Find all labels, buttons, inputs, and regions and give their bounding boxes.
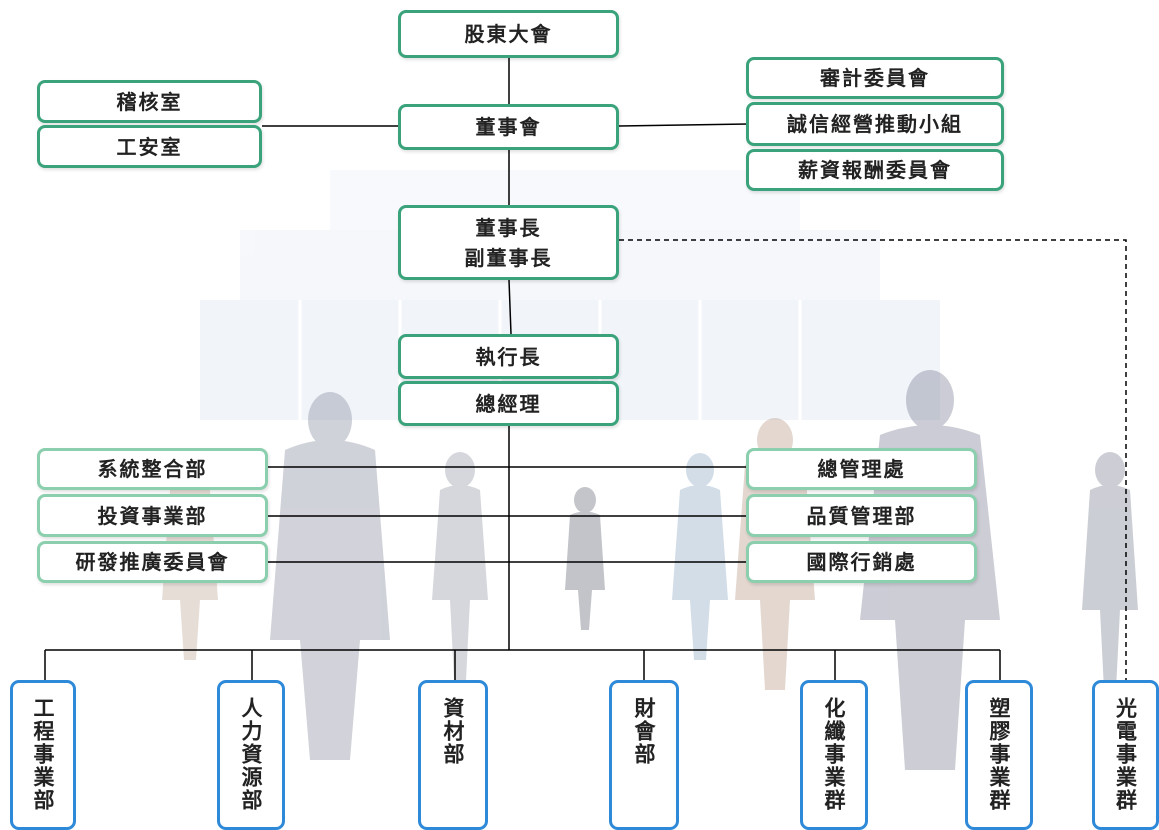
shareholders-meeting-box: 股東大會 xyxy=(398,10,619,58)
safety-office-box: 工安室 xyxy=(37,125,262,168)
plastics-group-box: 塑膠事業群 xyxy=(965,680,1033,830)
audit-committee-label: 審計委員會 xyxy=(820,66,930,90)
human-resources-dept-label: 人力資源部 xyxy=(239,697,263,812)
board-of-directors-label: 董事會 xyxy=(475,115,542,139)
integrity-group-box: 誠信經營推動小組 xyxy=(746,102,1004,146)
ceo-label: 執行長 xyxy=(475,344,542,369)
chairman-label: 董事長 xyxy=(475,215,542,240)
compensation-committee-label: 薪資報酬委員會 xyxy=(798,158,952,182)
system-integration-dept-label: 系統整合部 xyxy=(97,457,208,481)
materials-dept-label: 資材部 xyxy=(441,697,465,766)
investment-dept-label: 投資事業部 xyxy=(97,503,208,528)
synthetic-fiber-group-box: 化纖事業群 xyxy=(800,680,868,830)
general-manager-label: 總經理 xyxy=(475,391,542,416)
international-marketing-office-label: 國際行銷處 xyxy=(806,550,917,574)
finance-dept-label: 財會部 xyxy=(632,697,656,766)
plastics-group-label: 塑膠事業群 xyxy=(987,697,1011,812)
vice-chairman-label: 副董事長 xyxy=(464,245,553,270)
materials-dept-box: 資材部 xyxy=(418,680,488,830)
audit-office-label: 稽核室 xyxy=(116,89,183,114)
international-marketing-office-box: 國際行銷處 xyxy=(746,541,977,583)
compensation-committee-box: 薪資報酬委員會 xyxy=(746,149,1004,191)
quality-management-dept-label: 品質管理部 xyxy=(806,503,917,528)
finance-dept-box: 財會部 xyxy=(609,680,679,830)
quality-management-dept-box: 品質管理部 xyxy=(746,494,977,537)
safety-office-label: 工安室 xyxy=(116,134,183,159)
chairman-box: 董事長 副董事長 xyxy=(398,205,619,280)
general-manager-box: 總經理 xyxy=(398,381,619,426)
audit-office-box: 稽核室 xyxy=(37,80,262,123)
rd-promotion-committee-label: 研發推廣委員會 xyxy=(75,550,230,574)
optoelectronics-group-box: 光電事業群 xyxy=(1092,680,1159,830)
general-admin-office-label: 總管理處 xyxy=(817,457,906,481)
synthetic-fiber-group-label: 化纖事業群 xyxy=(822,697,846,812)
investment-dept-box: 投資事業部 xyxy=(37,494,268,537)
general-admin-office-box: 總管理處 xyxy=(746,448,977,490)
optoelectronics-group-label: 光電事業群 xyxy=(1113,697,1138,812)
audit-committee-box: 審計委員會 xyxy=(746,57,1004,99)
ceo-box: 執行長 xyxy=(398,334,619,379)
board-of-directors-box: 董事會 xyxy=(398,104,619,150)
rd-promotion-committee-box: 研發推廣委員會 xyxy=(37,541,268,583)
system-integration-dept-box: 系統整合部 xyxy=(37,448,268,490)
integrity-group-label: 誠信經營推動小組 xyxy=(787,112,963,136)
human-resources-dept-box: 人力資源部 xyxy=(217,680,285,830)
engineering-dept-box: 工程事業部 xyxy=(10,680,76,830)
shareholders-meeting-label: 股東大會 xyxy=(464,22,553,46)
engineering-dept-label: 工程事業部 xyxy=(31,697,55,812)
